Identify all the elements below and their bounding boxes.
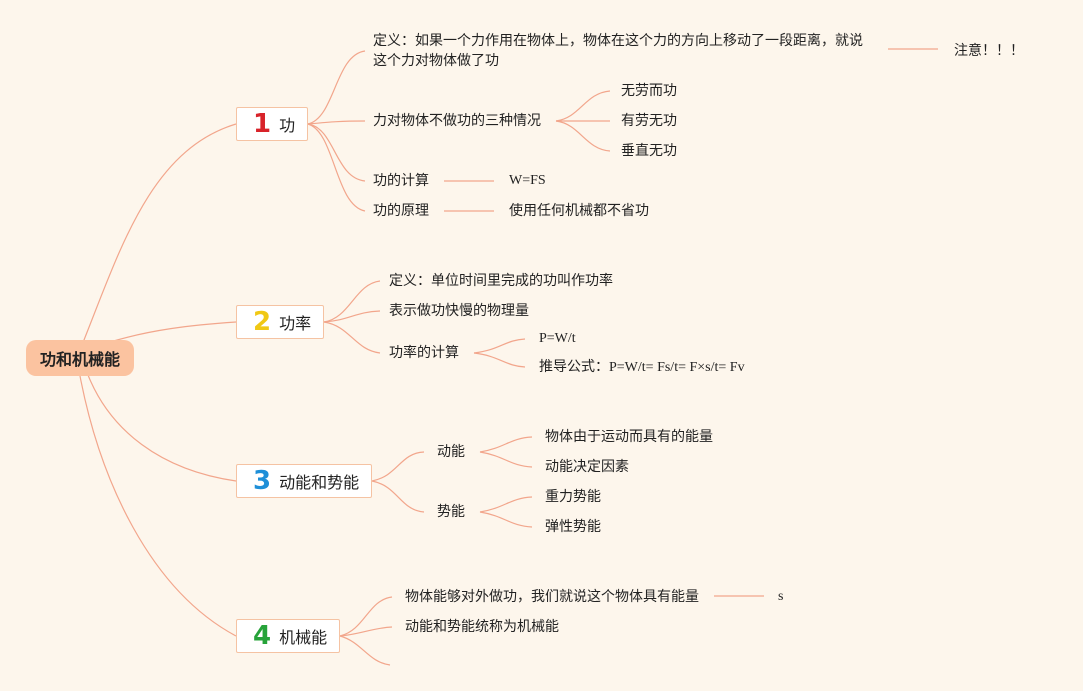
number-3-badge: 3: [253, 466, 272, 496]
link-mech-3: [339, 635, 391, 666]
topic-energy-label: 动能和势能: [279, 473, 360, 492]
topic-mechanical-label: 机械能: [279, 628, 328, 647]
link-power-calc: [323, 321, 381, 354]
mechanical-item-2: 动能和势能统称为机械能: [405, 619, 559, 635]
power-derived-formula: P=W/t= Fs/t= F×s/t= Fv: [609, 360, 745, 375]
link-potential-1: [479, 496, 533, 513]
power-meaning: 表示做功快慢的物理量: [389, 303, 529, 319]
mechanical-item-1: 物体能够对外做功，我们就说这个物体具有能量: [405, 589, 699, 605]
link-potential-2: [479, 511, 533, 528]
link-work-principle: [307, 123, 366, 212]
work-calc-value: W=FS: [509, 173, 546, 188]
link-case-1: [555, 90, 611, 122]
link-root-work: [81, 123, 237, 346]
number-4-badge: 4: [253, 621, 272, 651]
link-work-def: [307, 50, 366, 125]
power-calc-label: 功率的计算: [389, 345, 459, 361]
topic-work-label: 功: [279, 116, 296, 135]
link-work-calc: [307, 123, 366, 182]
link-root-power: [109, 321, 237, 343]
root-node[interactable]: 功和机械能: [26, 340, 134, 376]
link-energy-potential: [371, 480, 425, 513]
topic-power[interactable]: 2 功率: [236, 305, 324, 339]
topic-work[interactable]: 1 功: [236, 107, 308, 141]
energy-potential-label: 势能: [437, 504, 465, 520]
link-calc-derived: [473, 352, 526, 368]
energy-potential-2: 弹性势能: [545, 519, 601, 535]
work-calc-label: 功的计算: [373, 173, 429, 189]
work-case-3: 垂直无功: [621, 143, 677, 159]
number-1-badge: 1: [253, 109, 272, 139]
power-definition: 定义：单位时间里完成的功叫作功率: [389, 273, 613, 289]
power-derived: 推导公式：P=W/t= Fs/t= F×s/t= Fv: [539, 357, 745, 378]
link-power-def: [323, 280, 381, 323]
link-case-3: [555, 120, 611, 152]
power-formula: P=W/t: [539, 331, 576, 346]
energy-kinetic-label: 动能: [437, 444, 465, 460]
energy-kinetic-2: 动能决定因素: [545, 459, 629, 475]
work-case-2: 有劳无功: [621, 113, 677, 129]
work-note: 注意！！！: [954, 43, 1024, 59]
energy-potential-1: 重力势能: [545, 489, 601, 505]
link-root-mechanical: [79, 375, 237, 637]
link-power-meaning: [323, 310, 381, 323]
link-kinetic-2: [479, 451, 533, 468]
mechanical-tail: s: [778, 589, 784, 604]
link-work-nowork: [307, 120, 366, 125]
topic-power-label: 功率: [279, 314, 312, 333]
topic-mechanical[interactable]: 4 机械能: [236, 619, 340, 653]
link-mech-1: [339, 596, 393, 637]
link-energy-kinetic: [371, 451, 425, 482]
link-root-energy: [87, 374, 237, 482]
work-principle-value: 使用任何机械都不省功: [509, 203, 649, 219]
work-case-1: 无劳而功: [621, 83, 677, 99]
number-2-badge: 2: [253, 307, 272, 337]
link-mech-2: [339, 626, 393, 637]
topic-energy[interactable]: 3 动能和势能: [236, 464, 372, 498]
energy-kinetic-1: 物体由于运动而具有的能量: [545, 429, 713, 445]
work-principle-label: 功的原理: [373, 203, 429, 219]
power-derived-label: 推导公式：: [539, 359, 609, 375]
link-kinetic-1: [479, 436, 533, 453]
work-definition: 定义：如果一个力作用在物体上，物体在这个力的方向上移动了一段距离，就说这个力对物…: [373, 33, 863, 69]
link-calc-formula: [473, 338, 526, 354]
work-no-work-label: 力对物体不做功的三种情况: [373, 113, 541, 129]
